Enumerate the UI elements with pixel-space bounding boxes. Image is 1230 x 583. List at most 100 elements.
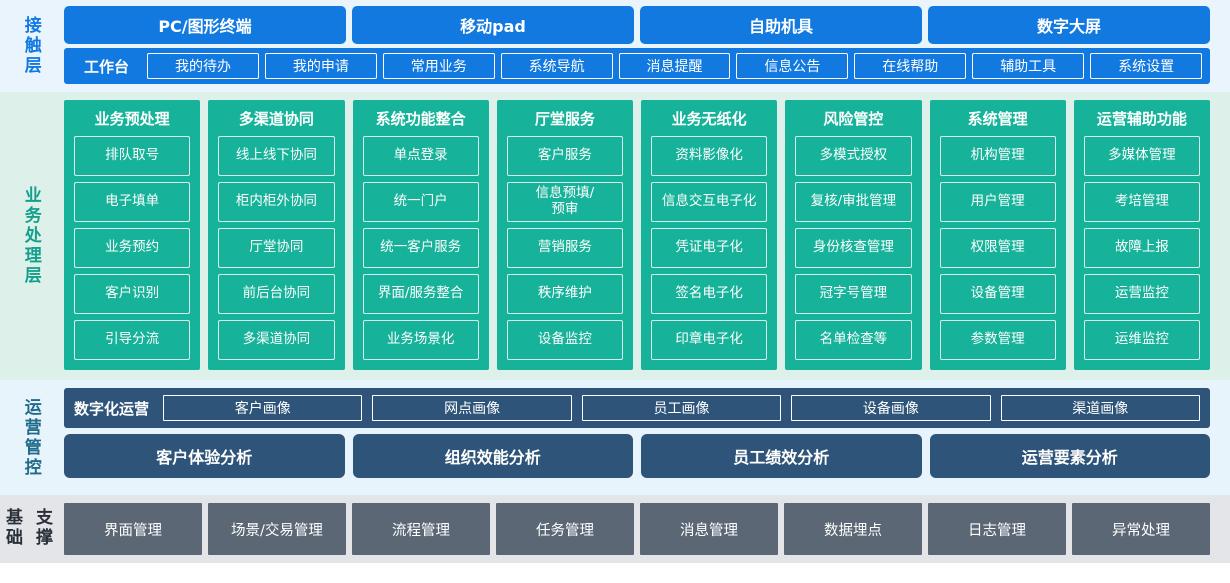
column-title: 运营辅助功能	[1096, 110, 1187, 128]
foundation-items: 界面管理 场景/交易管理 流程管理 任务管理 消息管理 数据埋点 日志管理 异常…	[64, 503, 1210, 555]
business-cell[interactable]: 多媒体管理	[1083, 136, 1200, 176]
business-cell[interactable]: 界面/服务整合	[362, 274, 479, 314]
business-cell[interactable]: 秩序维护	[506, 274, 623, 314]
foundation-scenario-transaction-management[interactable]: 场景/交易管理	[208, 503, 346, 555]
business-cell[interactable]: 身份核查管理	[795, 228, 912, 268]
operations-layer-label: 运营管控	[0, 380, 60, 495]
business-cell[interactable]: 前后台协同	[218, 274, 335, 314]
business-cell[interactable]: 排队取号	[74, 136, 191, 176]
column-title: 系统功能整合	[375, 110, 466, 128]
foundation-layer-label-line1: 基础	[6, 508, 24, 548]
portrait-employee[interactable]: 员工画像	[581, 395, 782, 421]
menu-item-my-application[interactable]: 我的申请	[264, 53, 377, 79]
analysis-org-efficiency[interactable]: 组织效能分析	[352, 434, 633, 478]
business-cell[interactable]: 业务场景化	[362, 320, 479, 360]
menu-item-online-help[interactable]: 在线帮助	[854, 53, 967, 79]
menu-item-system-settings[interactable]: 系统设置	[1090, 53, 1203, 79]
business-cell[interactable]: 多模式授权	[795, 136, 912, 176]
analysis-operating-factors[interactable]: 运营要素分析	[929, 434, 1210, 478]
foundation-layer: 基础 支撑 界面管理 场景/交易管理 流程管理 任务管理 消息管理 数据埋点 日…	[0, 495, 1230, 563]
business-cell[interactable]: 设备管理	[939, 274, 1056, 314]
channel-digital-screen[interactable]: 数字大屏	[928, 6, 1210, 44]
operations-layer-body: 数字化运营 客户画像 网点画像 员工画像 设备画像 渠道画像 客户体验分析 组织…	[60, 380, 1230, 495]
portrait-channel[interactable]: 渠道画像	[1000, 395, 1200, 421]
column-title: 风险管控	[823, 110, 884, 128]
business-cell[interactable]: 厅堂协同	[218, 228, 335, 268]
business-cell[interactable]: 用户管理	[939, 182, 1056, 222]
business-cell[interactable]: 复核/审批管理	[795, 182, 912, 222]
foundation-exception-handling[interactable]: 异常处理	[1072, 503, 1210, 555]
business-cell[interactable]: 签名电子化	[651, 274, 768, 314]
business-cell[interactable]: 单点登录	[362, 136, 479, 176]
business-column-preprocessing: 业务预处理 排队取号 电子填单 业务预约 客户识别 引导分流	[64, 100, 201, 370]
business-cell[interactable]: 冠字号管理	[795, 274, 912, 314]
business-cell[interactable]: 客户识别	[74, 274, 191, 314]
foundation-task-management[interactable]: 任务管理	[496, 503, 634, 555]
business-cell[interactable]: 机构管理	[939, 136, 1056, 176]
business-cell[interactable]: 电子填单	[74, 182, 191, 222]
analysis-employee-performance[interactable]: 员工绩效分析	[641, 434, 922, 478]
business-cell[interactable]: 信息交互电子化	[651, 182, 768, 222]
foundation-log-management[interactable]: 日志管理	[928, 503, 1066, 555]
business-cell[interactable]: 资料影像化	[651, 136, 768, 176]
business-column-lobby-service: 厅堂服务 客户服务 信息预填/ 预审 营销服务 秩序维护 设备监控	[496, 100, 633, 370]
menu-item-message-alert[interactable]: 消息提醒	[618, 53, 731, 79]
business-cell[interactable]: 营销服务	[506, 228, 623, 268]
business-cell[interactable]: 印章电子化	[651, 320, 768, 360]
portrait-branch[interactable]: 网点画像	[372, 395, 572, 421]
channel-mobile-pad[interactable]: 移动pad	[352, 6, 634, 44]
business-cell[interactable]: 线上线下协同	[218, 136, 335, 176]
menu-item-announcement[interactable]: 信息公告	[736, 53, 849, 79]
column-title: 厅堂服务	[534, 110, 595, 128]
workbench-menu-bar: 工作台 我的待办 我的申请 常用业务 系统导航 消息提醒 信息公告 在线帮助 辅…	[64, 48, 1210, 84]
business-cell[interactable]: 柜内柜外协同	[218, 182, 335, 222]
operations-layer: 运营管控 数字化运营 客户画像 网点画像 员工画像 设备画像 渠道画像 客户体验…	[0, 380, 1230, 495]
portrait-device[interactable]: 设备画像	[791, 395, 991, 421]
column-title: 业务预处理	[94, 110, 170, 128]
business-cell[interactable]: 权限管理	[939, 228, 1056, 268]
contact-layer: 接触层 PC/图形终端 移动pad 自助机具 数字大屏 工作台 我的待办 我的申…	[0, 0, 1230, 92]
foundation-layer-body: 界面管理 场景/交易管理 流程管理 任务管理 消息管理 数据埋点 日志管理 异常…	[60, 495, 1230, 563]
column-title: 业务无纸化	[671, 110, 747, 128]
analysis-customer-experience[interactable]: 客户体验分析	[64, 434, 345, 478]
business-cell[interactable]: 统一门户	[362, 182, 479, 222]
business-cell[interactable]: 名单检查等	[795, 320, 912, 360]
analysis-row: 客户体验分析 组织效能分析 员工绩效分析 运营要素分析	[64, 434, 1210, 478]
business-cell[interactable]: 统一客户服务	[362, 228, 479, 268]
foundation-ui-management[interactable]: 界面管理	[64, 503, 202, 555]
business-cell[interactable]: 运维监控	[1083, 320, 1200, 360]
digital-operations-bar: 数字化运营 客户画像 网点画像 员工画像 设备画像 渠道画像	[64, 388, 1210, 428]
menu-item-my-todo[interactable]: 我的待办	[147, 53, 259, 79]
channel-pc[interactable]: PC/图形终端	[64, 6, 346, 44]
business-cell[interactable]: 信息预填/ 预审	[506, 182, 623, 222]
operations-layer-label-text: 运营管控	[20, 397, 41, 478]
business-column-risk-control: 风险管控 多模式授权 复核/审批管理 身份核查管理 冠字号管理 名单检查等	[785, 100, 922, 370]
business-cell[interactable]: 考培管理	[1083, 182, 1200, 222]
business-cell[interactable]: 多渠道协同	[218, 320, 335, 360]
foundation-layer-label: 基础 支撑	[0, 495, 60, 563]
business-cell[interactable]: 凭证电子化	[651, 228, 768, 268]
foundation-message-management[interactable]: 消息管理	[640, 503, 778, 555]
business-layer-label-text: 业务处理层	[20, 186, 41, 286]
foundation-process-management[interactable]: 流程管理	[352, 503, 490, 555]
channel-row: PC/图形终端 移动pad 自助机具 数字大屏	[64, 6, 1210, 44]
business-column-ops-support: 运营辅助功能 多媒体管理 考培管理 故障上报 运营监控 运维监控	[1073, 100, 1210, 370]
business-column-multichannel: 多渠道协同 线上线下协同 柜内柜外协同 厅堂协同 前后台协同 多渠道协同	[208, 100, 345, 370]
channel-self-service[interactable]: 自助机具	[640, 6, 922, 44]
business-column-system-management: 系统管理 机构管理 用户管理 权限管理 设备管理 参数管理	[929, 100, 1066, 370]
menu-item-aux-tools[interactable]: 辅助工具	[972, 53, 1085, 79]
business-cell[interactable]: 引导分流	[74, 320, 191, 360]
business-cell[interactable]: 业务预约	[74, 228, 191, 268]
column-title: 系统管理	[967, 110, 1028, 128]
business-cell[interactable]: 客户服务	[506, 136, 623, 176]
portrait-customer[interactable]: 客户画像	[163, 395, 363, 421]
foundation-data-tracking[interactable]: 数据埋点	[784, 503, 922, 555]
business-cell[interactable]: 参数管理	[939, 320, 1056, 360]
business-cell[interactable]: 运营监控	[1083, 274, 1200, 314]
business-cell[interactable]: 故障上报	[1083, 228, 1200, 268]
menu-item-system-navigation[interactable]: 系统导航	[500, 53, 613, 79]
business-cell[interactable]: 设备监控	[506, 320, 623, 360]
menu-item-common-business[interactable]: 常用业务	[382, 53, 495, 79]
business-columns: 业务预处理 排队取号 电子填单 业务预约 客户识别 引导分流 多渠道协同 线上线…	[64, 100, 1210, 370]
